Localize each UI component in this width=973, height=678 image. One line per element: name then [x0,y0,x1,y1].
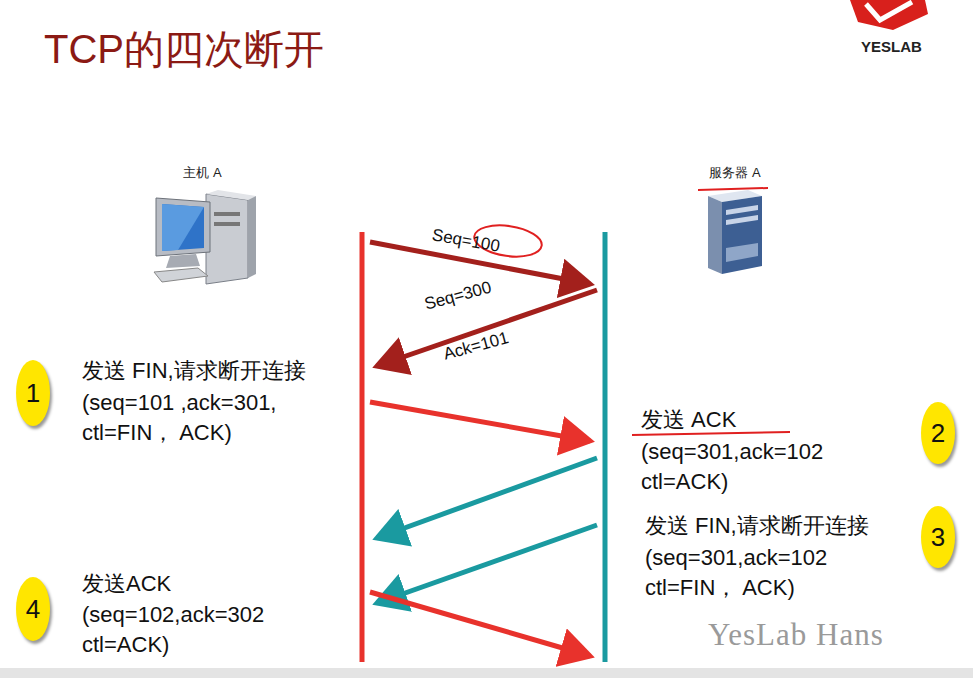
host-timeline [360,232,365,662]
step-heading: 发送ACK [82,569,171,599]
host-node: 主机 A [140,164,265,286]
callout-number: 1 [16,360,50,426]
step-params: (seq=101 ,ack=301, ctl=FIN， ACK) [82,388,297,447]
node-label: 主机 A [140,164,265,182]
callout-text: 2 [931,418,945,449]
bottom-band [0,668,973,678]
server-icon [700,186,770,276]
server-node: 服务器 A [690,164,780,276]
callout-number: 4 [16,577,50,641]
logo-text: YESLAB [861,37,922,57]
server-timeline [603,232,608,662]
watermark: YesLab Hans [708,614,884,656]
callout-number: 3 [921,506,955,568]
message-arrows [370,242,597,656]
step-params: (seq=301,ack=102 ctl=ACK) [641,437,856,496]
step-heading: 发送 ACK [641,405,736,435]
callout-text: 1 [26,378,40,409]
arrow-label: Seq=300 [422,277,494,317]
node-label: 服务器 A [690,164,780,182]
title: TCP的四次断开 [44,22,324,77]
callout-number: 2 [921,402,955,464]
hand-annotations [472,188,790,435]
callout-text: 4 [26,594,40,625]
callout-text: 3 [931,522,945,553]
step-params: (seq=102,ack=302 ctl=ACK) [82,600,297,659]
logo-mark [850,0,928,30]
step-params: (seq=301,ack=102 ctl=FIN， ACK) [645,543,860,602]
step-heading: 发送 FIN,请求断开连接 [82,356,306,386]
step-heading: 发送 FIN,请求断开连接 [645,511,869,541]
computer-icon [148,186,258,286]
